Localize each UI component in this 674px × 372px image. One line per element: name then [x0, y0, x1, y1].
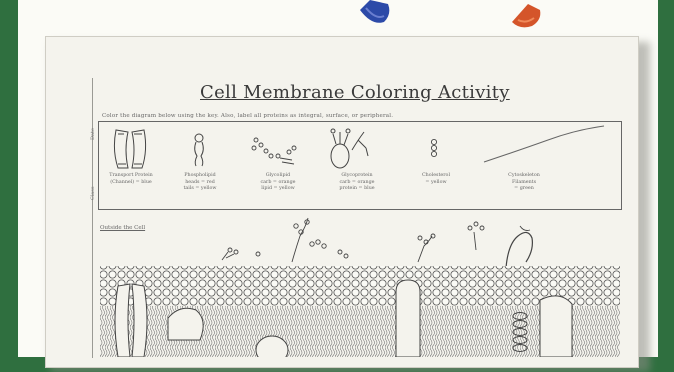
transport-protein-icon	[114, 130, 145, 168]
cytoskeleton-filament-icon	[484, 126, 604, 162]
glycolipid-icon	[252, 138, 296, 164]
diagram-layer	[0, 0, 674, 357]
surface-carbohydrate-chains	[222, 218, 532, 268]
phospholipid-icon	[195, 134, 204, 166]
cell-membrane-diagram	[100, 218, 620, 357]
glycoprotein-icon	[331, 129, 368, 168]
cholesterol-icon	[431, 139, 436, 156]
